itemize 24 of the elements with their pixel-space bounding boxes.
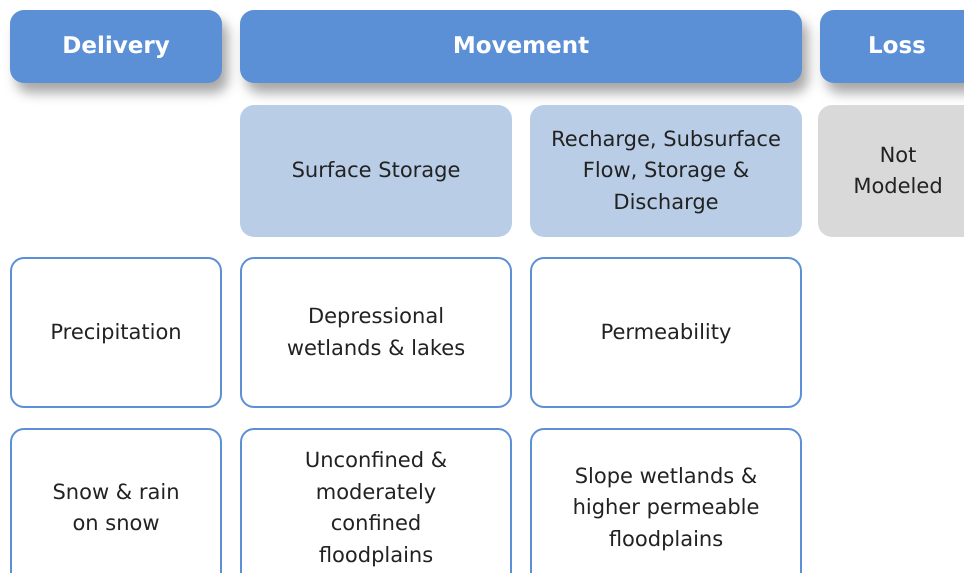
box-text: Permeability [600, 318, 732, 346]
box-text: Precipitation [50, 318, 182, 346]
header-text: Movement [452, 32, 590, 62]
header-text: Loss [868, 32, 926, 62]
header-box [10, 10, 222, 83]
category-box [818, 105, 964, 237]
factor-box [240, 428, 512, 573]
factor-box [530, 428, 802, 573]
factor-box [10, 428, 222, 573]
factor-box [240, 257, 512, 408]
box-text: Surface Storage [292, 157, 460, 184]
factor-box [10, 257, 222, 408]
header-box [240, 10, 802, 83]
box-text: Not Modeled [852, 142, 944, 200]
factor-box [530, 257, 802, 408]
category-box [530, 105, 802, 237]
box-text: Slope wetlands & higher permeable floodplains [572, 462, 760, 553]
box-text: Recharge, Subsurface Flow, Storage & Discharge [550, 126, 782, 216]
box-text: Snow & rain on snow [51, 478, 181, 537]
header-text: Delivery [62, 32, 170, 62]
category-box [240, 105, 512, 237]
header-box [820, 10, 964, 83]
box-text: Unconfined & moderately confined floodplains [304, 447, 448, 568]
box-text: Depressional wetlands & lakes [286, 303, 466, 362]
